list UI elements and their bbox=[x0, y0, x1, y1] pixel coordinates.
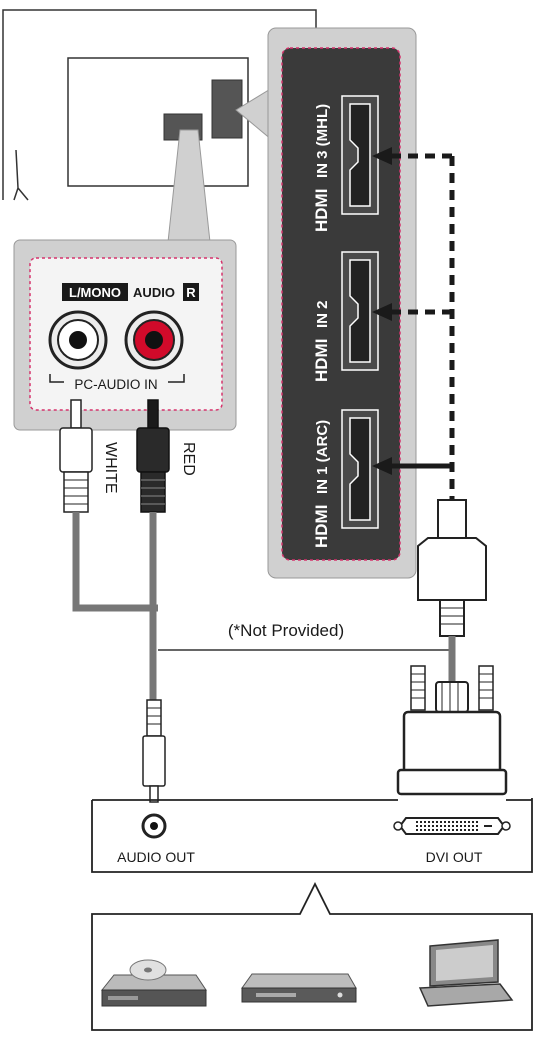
audio-label: AUDIO bbox=[133, 285, 175, 300]
set-top-box-icon bbox=[241, 973, 357, 1003]
hdmi-alt-connection bbox=[372, 147, 455, 500]
hdmi-port-2-label: IN 2 bbox=[314, 300, 331, 328]
hdmi-to-dvi-cable bbox=[417, 499, 487, 682]
audio-callout-pointer bbox=[167, 129, 211, 243]
compatible-devices-box bbox=[91, 881, 533, 1031]
stereo-mini-plug bbox=[142, 699, 166, 803]
audio-cable bbox=[72, 512, 158, 700]
dvd-player-icon bbox=[100, 959, 207, 1007]
pc-audio-in-label: PC-AUDIO IN bbox=[74, 377, 157, 392]
hdmi-port-2 bbox=[341, 251, 379, 371]
hdmi-port-3-label: IN 3 (MHL) bbox=[314, 104, 331, 178]
source-device: AUDIO OUT DVI OUT bbox=[91, 798, 533, 873]
white-audio-jack bbox=[48, 310, 108, 370]
audio-out-port bbox=[141, 813, 167, 839]
hdmi-logo-3: HDMI bbox=[312, 189, 331, 232]
hdmi-port-1-label: IN 1 (ARC) bbox=[314, 420, 331, 494]
red-cable-label: RED bbox=[180, 442, 197, 476]
dvi-connector bbox=[396, 665, 508, 796]
laptop-icon bbox=[418, 939, 514, 1007]
pc-audio-panel: L/MONO AUDIO R PC-AUDIO IN bbox=[13, 239, 237, 431]
red-audio-jack bbox=[124, 310, 184, 370]
hdmi-port-1 bbox=[341, 409, 379, 529]
hdmi-panel: HDMI IN 3 (MHL) HDMI IN 2 HDMI IN 1 (ARC… bbox=[267, 27, 417, 579]
r-label: R bbox=[186, 285, 196, 300]
hdmi-port-3 bbox=[341, 95, 379, 215]
dvi-out-port bbox=[393, 817, 511, 835]
audio-out-label: AUDIO OUT bbox=[117, 849, 195, 865]
hdmi-connection bbox=[372, 457, 452, 475]
hdmi-logo-1: HDMI bbox=[312, 505, 331, 548]
red-rca-plug bbox=[136, 399, 170, 513]
dvi-out-label: DVI OUT bbox=[426, 849, 483, 865]
white-cable-label: WHITE bbox=[102, 442, 119, 494]
hdmi-logo-2: HDMI bbox=[312, 339, 331, 382]
l-mono-label: L/MONO bbox=[69, 285, 121, 300]
not-provided-label: (*Not Provided) bbox=[228, 621, 344, 640]
